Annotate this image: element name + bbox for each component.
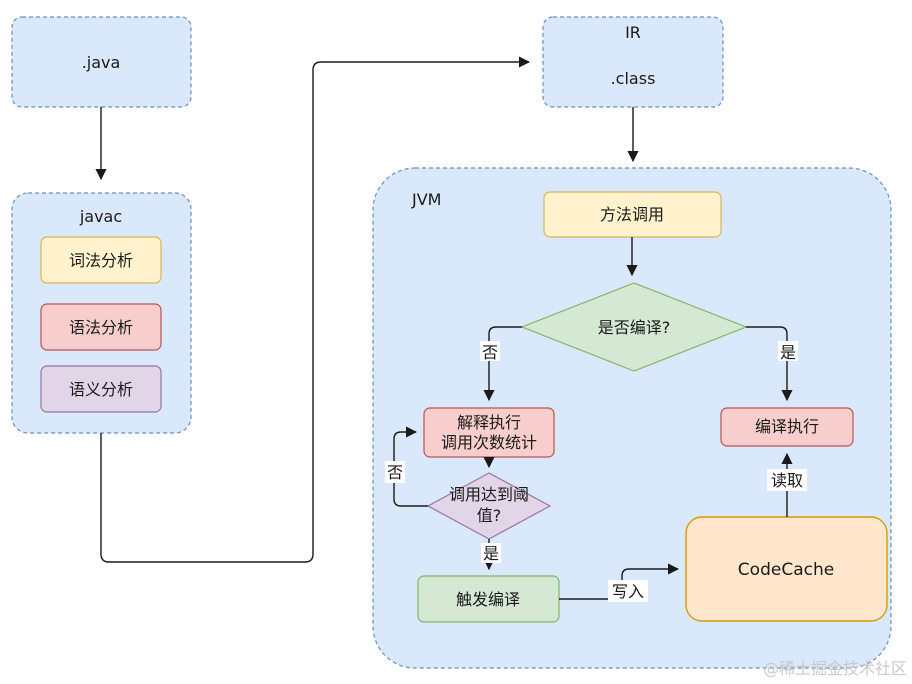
watermark-text: @稀土掘金技术社区 — [763, 659, 907, 678]
read-label: 读取 — [771, 471, 803, 490]
is-compiled-decision — [520, 282, 748, 372]
threshold-yes-label-bg — [481, 543, 501, 563]
class-file-label: .class — [611, 69, 656, 88]
code-cache-label: CodeCache — [738, 560, 834, 580]
yes-label-bg — [778, 341, 798, 361]
no-label: 否 — [482, 343, 498, 362]
semantic-analysis-label: 语义分析 — [69, 380, 133, 399]
write-label: 写入 — [612, 582, 644, 601]
edge-javac-to-ir — [100, 56, 531, 563]
compiled-exec-box — [720, 407, 854, 447]
javac-title: javac — [79, 207, 122, 226]
threshold-label-line2: 值? — [477, 506, 502, 525]
threshold-no-label-bg — [385, 461, 405, 483]
syntax-analysis-box — [40, 303, 162, 351]
threshold-label-line1: 调用达到阈 — [449, 485, 529, 504]
jvm-title: JVM — [411, 190, 441, 209]
yes-label: 是 — [780, 343, 796, 362]
edge-decision-yes — [746, 326, 793, 402]
syntax-analysis-label: 语法分析 — [69, 318, 133, 337]
lexical-analysis-label: 词法分析 — [69, 251, 133, 270]
java-file-label: .java — [82, 53, 121, 72]
ir-box — [542, 16, 724, 108]
is-compiled-label: 是否编译? — [598, 318, 671, 337]
interpret-label-line1: 解释执行 — [457, 413, 521, 432]
threshold-no-label: 否 — [387, 463, 403, 482]
edge-decision-no — [483, 326, 522, 402]
threshold-yes-label: 是 — [483, 544, 499, 563]
lexical-analysis-box — [40, 236, 162, 284]
semantic-analysis-box — [40, 365, 162, 413]
trigger-compile-label: 触发编译 — [456, 590, 520, 609]
ir-title: IR — [625, 23, 641, 42]
method-call-label: 方法调用 — [600, 205, 664, 224]
read-label-bg — [767, 469, 807, 491]
write-label-bg — [608, 580, 648, 602]
no-label-bg — [480, 341, 500, 361]
compiled-exec-label: 编译执行 — [755, 417, 819, 436]
interpret-label-line2: 调用次数统计 — [441, 433, 537, 452]
